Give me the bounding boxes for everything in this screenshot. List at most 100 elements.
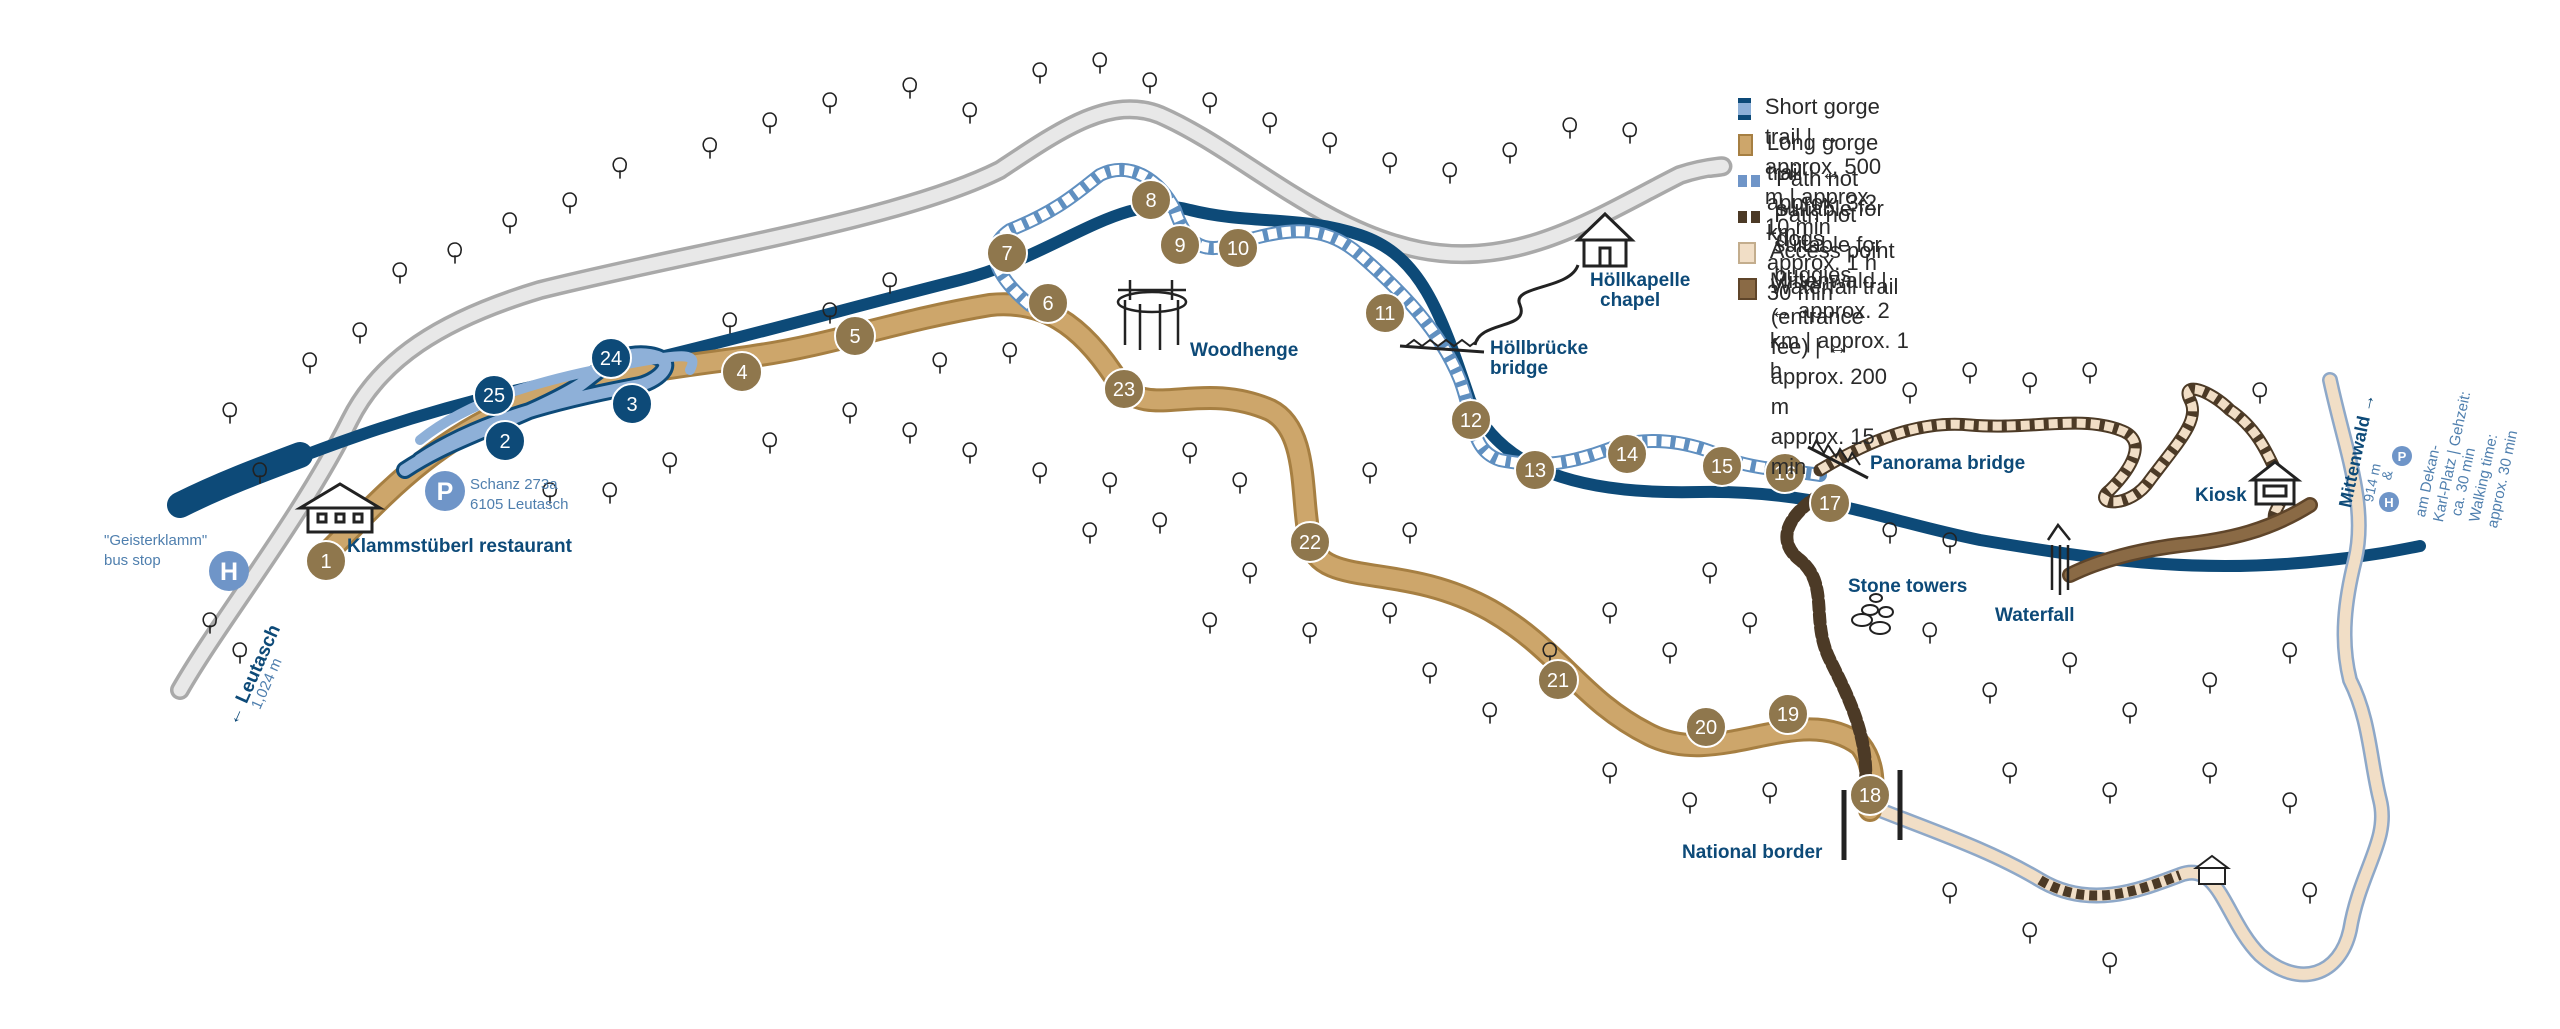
mittenwald-bus-sign: H (2379, 492, 2399, 512)
access-buggy-section (2037, 870, 2182, 901)
station-marker-number: 9 (1174, 235, 1185, 257)
station-marker-2: 2 (484, 420, 526, 462)
panorama-bridge-label: Panorama bridge (1870, 453, 2026, 474)
bus-stop-letter: H (220, 558, 238, 586)
svg-text:H: H (2384, 495, 2393, 510)
kiosk-icon (2247, 460, 2303, 506)
bus-stop-label-2: bus stop (104, 552, 161, 569)
hoellbruecke-bridge-icon (1399, 338, 1485, 354)
station-marker-number: 25 (483, 385, 505, 407)
station-marker-number: 6 (1042, 293, 1053, 315)
station-marker-24: 24 (590, 337, 632, 379)
forest (202, 52, 2317, 974)
kiosk-label: Kiosk (2195, 485, 2247, 506)
panorama-bridge-icon (1807, 439, 1869, 480)
legend-short-trail: Short gorge trail | ↔ approx. 500 m | ap… (1738, 92, 1881, 239)
short-trail-swatch (1738, 98, 1751, 120)
national-border-label: National border (1682, 842, 1823, 863)
legend-no-buggies: Path not suitable for buggies (1738, 200, 1885, 287)
legend-waterfall-text-1: Waterfall trail (entrance fee) | ↔ appro… (1770, 274, 1899, 419)
legend-no-dogs: Path not suitable for dogs (1738, 164, 1884, 251)
station-marker-number: 19 (1777, 704, 1799, 726)
waterfall-swatch (1738, 278, 1757, 300)
station-marker-10: 10 (1217, 227, 1259, 269)
station-marker-number: 24 (600, 348, 622, 370)
waterfall-label: Waterfall (1995, 605, 2075, 626)
station-marker-number: 22 (1299, 532, 1321, 554)
station-marker-5: 5 (834, 315, 876, 357)
station-marker-number: 4 (736, 362, 747, 384)
station-marker-number: 17 (1819, 493, 1841, 515)
border-trail (1780, 488, 1873, 797)
station-marker-number: 16 (1774, 463, 1796, 485)
legend-no-buggies-text: Path not suitable for buggies (1774, 202, 1882, 287)
waterfall-icon (2046, 522, 2071, 595)
legend-waterfall-text-2: approx. 15 min (1770, 424, 1875, 479)
mittenwald-parking-sign: P (2392, 446, 2412, 466)
restaurant-icon (294, 482, 386, 534)
station-marker-8: 8 (1130, 179, 1172, 221)
station-marker-18: 18 (1849, 774, 1891, 816)
restaurant-label: Klammstüberl restaurant (347, 536, 572, 557)
station-marker-number: 14 (1616, 444, 1638, 466)
legend-access-text: Access point Mittenwald | ↔ approx. 2 km… (1769, 238, 1909, 383)
station-marker-23: 23 (1103, 368, 1145, 410)
station-marker-number: 11 (1375, 303, 1396, 325)
hoellbruecke-label-1: Höllbrücke (1490, 338, 1589, 359)
station-marker-15: 15 (1701, 445, 1743, 487)
legend-long-trail: Long gorge trail | ↔ approx. 3,2 km | ap… (1738, 128, 1881, 305)
station-marker-19: 19 (1767, 693, 1809, 735)
station-marker-number: 7 (1001, 243, 1012, 265)
station-marker-9: 9 (1159, 224, 1201, 266)
station-marker-20: 20 (1685, 706, 1727, 748)
chapel-icon (1574, 211, 1636, 268)
legend-short-trail-text: Short gorge trail | ↔ approx. 500 m | ap… (1764, 94, 1882, 239)
station-marker-number: 20 (1695, 717, 1717, 739)
station-marker-number: 3 (626, 394, 637, 416)
river-left-wide (167, 442, 313, 518)
chapel-path (1473, 264, 1580, 346)
station-marker-number: 21 (1547, 670, 1569, 692)
station-marker-11: 11 (1364, 292, 1406, 334)
legend-waterfall-trail: Waterfall trail (entrance fee) | ↔ appro… (1738, 272, 1901, 479)
woodhenge-label: Woodhenge (1190, 340, 1299, 361)
station-marker-21: 21 (1537, 659, 1579, 701)
hoellbruecke-label-2: bridge (1490, 358, 1549, 379)
no-buggies-swatch (1738, 211, 1761, 223)
station-marker-number: 18 (1859, 785, 1881, 807)
station-marker-1: 1 (305, 540, 347, 582)
woodhenge-icon (1116, 280, 1188, 350)
station-marker-22: 22 (1289, 521, 1331, 563)
station-marker-4: 4 (721, 351, 763, 393)
station-marker-number: 23 (1113, 379, 1135, 401)
legend-no-dogs-text: Path not suitable for dogs (1776, 166, 1884, 251)
station-marker-number: 8 (1145, 190, 1156, 212)
chapel-label-2: chapel (1600, 290, 1661, 311)
station-marker-25: 25 (473, 374, 515, 416)
parking-address-1: Schanz 273a (470, 476, 558, 493)
station-marker-number: 1 (320, 551, 331, 573)
station-marker-17: 17 (1809, 482, 1851, 524)
house-icon (2193, 854, 2231, 885)
station-marker-7: 7 (986, 232, 1028, 274)
station-marker-3: 3 (611, 383, 653, 425)
station-marker-number: 13 (1524, 460, 1546, 482)
stone-towers-label: Stone towers (1848, 576, 1968, 597)
chapel-label-1: Höllkapelle (1590, 270, 1691, 291)
station-marker-12: 12 (1450, 399, 1492, 441)
access-swatch (1738, 242, 1756, 264)
station-marker-number: 5 (849, 326, 860, 348)
bus-stop-sign: H (209, 551, 249, 591)
parking-sign: P (425, 471, 465, 511)
long-trail-swatch (1738, 134, 1753, 156)
station-marker-6: 6 (1027, 282, 1069, 324)
parking-letter: P (437, 478, 454, 506)
station-marker-number: 15 (1711, 456, 1733, 478)
station-marker-13: 13 (1514, 449, 1556, 491)
bus-stop-label-1: "Geisterklamm" (104, 532, 208, 549)
legend-access-mittenwald: Access point Mittenwald | ↔ approx. 2 km… (1738, 236, 1913, 383)
station-marker-number: 10 (1227, 238, 1249, 260)
station-marker-16: 16 (1764, 452, 1806, 494)
